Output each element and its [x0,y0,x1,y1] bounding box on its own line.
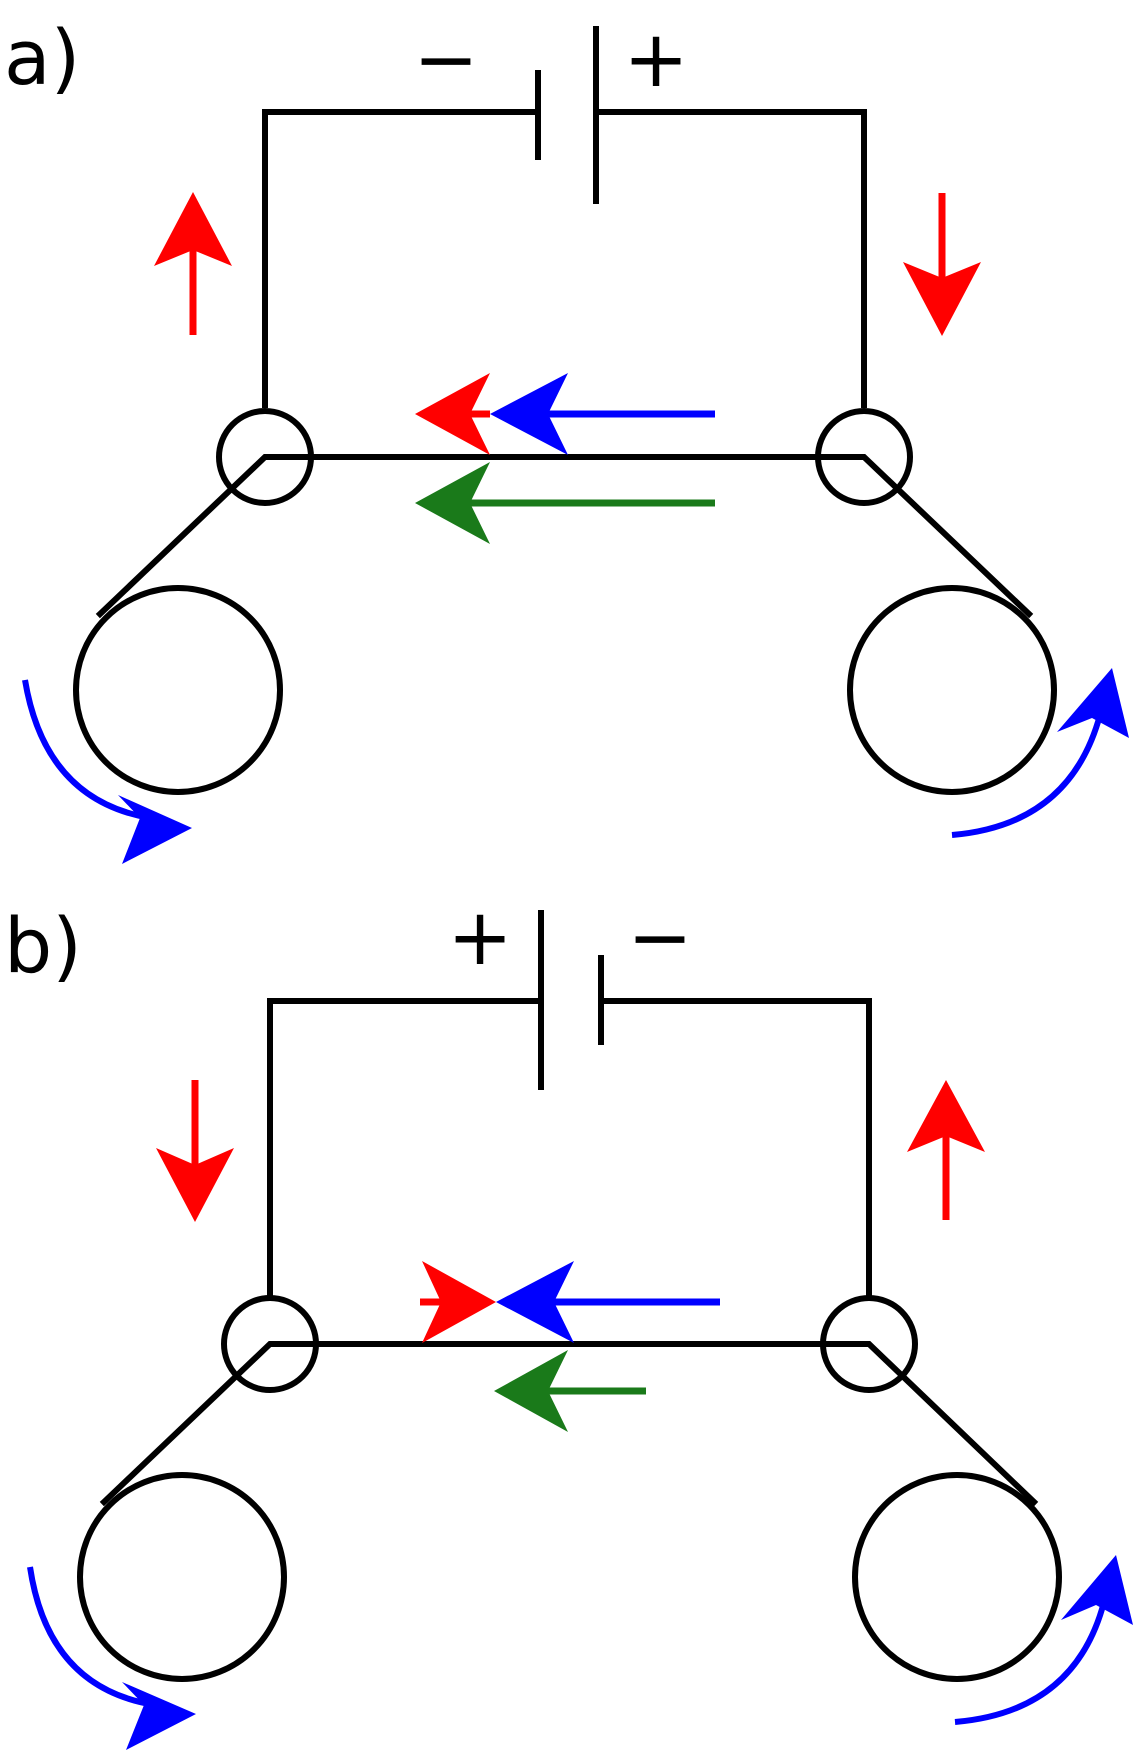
current-arrow-b-top-red [420,1261,496,1343]
current-arrow-b-top-blue [496,1261,720,1343]
panel-b: b) + − [4,893,1133,1750]
coil-a-left [73,585,283,795]
battery-b-left-sign: + [447,893,512,983]
current-arrow-a-top-blue [490,373,715,455]
wire-a-bottom [95,454,1034,619]
current-arrow-a-right-down [903,193,981,336]
wire-a-right [593,109,867,408]
coil-a-right [847,585,1057,795]
wire-b-left [267,998,544,1298]
battery-a-left-sign: − [413,15,478,105]
rotation-arrow-a-right [951,668,1129,838]
panel-a-label: a) [4,13,80,102]
current-arrow-b-bottom-green [494,1350,646,1432]
node-a-left [216,408,314,506]
rotation-arrow-b-left [27,1566,196,1750]
wire-a-left [262,109,541,408]
panel-b-label: b) [4,901,82,990]
wire-b-bottom [99,1341,1039,1507]
node-b-right [820,1295,918,1393]
current-arrow-a-left-up [154,192,232,335]
current-arrow-b-right-up [907,1080,985,1220]
current-arrow-a-bottom-green [415,462,715,544]
node-a-right [815,408,913,506]
wire-b-right [598,998,872,1298]
rotation-arrow-a-left [22,679,192,864]
current-arrow-a-top-red [415,373,490,455]
node-b-left [221,1295,319,1393]
rotation-arrow-b-right [954,1555,1133,1725]
panel-a: a) − + [4,13,1129,864]
battery-a-right-sign: + [623,15,688,105]
coil-b-right [852,1472,1062,1682]
coil-b-left [77,1472,287,1682]
battery-b-right-sign: − [627,893,692,983]
current-arrow-b-left-down [156,1080,234,1222]
